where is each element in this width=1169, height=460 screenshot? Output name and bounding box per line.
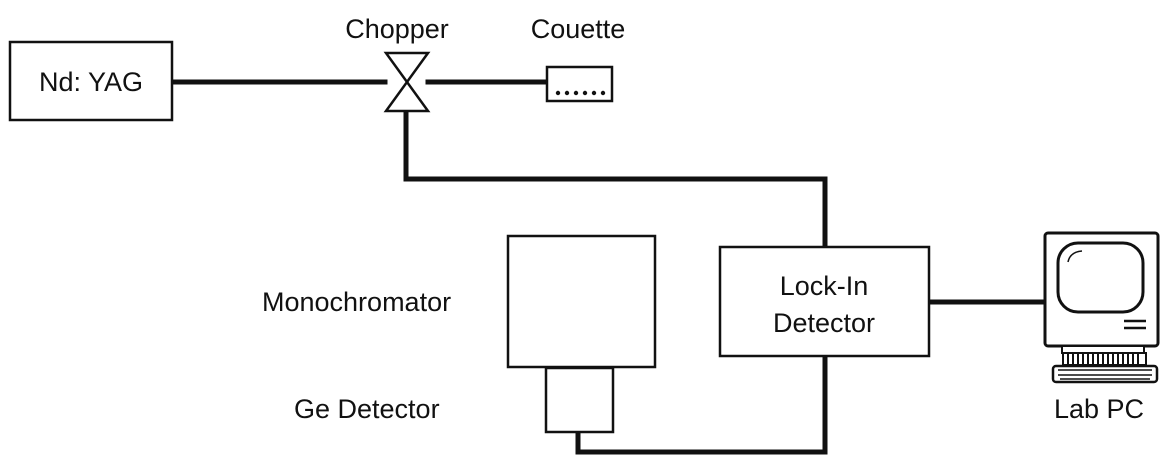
laser-node: Nd: YAG [8, 40, 174, 122]
monochromator-box [506, 234, 657, 369]
ge-detector-box [544, 366, 615, 434]
couette-sample-dots [555, 90, 606, 96]
keyboard-keys-bottom [1058, 369, 1152, 380]
lockin-label-line2: Detector [773, 308, 875, 338]
couette-label: Couette [531, 14, 626, 44]
wire-chopper-to-lockin [403, 108, 828, 249]
couette-cell-icon [545, 65, 614, 103]
computer-icon [1043, 231, 1160, 384]
chopper-node: Chopper [345, 14, 449, 113]
keyboard-keys-top [1067, 354, 1139, 364]
chopper-label: Chopper [345, 14, 449, 44]
ge-detector-node: Ge Detector [294, 366, 615, 434]
chopper-icon [383, 51, 431, 113]
monochromator-node: Monochromator [262, 234, 657, 369]
lockin-label-line1: Lock-In [780, 271, 869, 301]
laser-box [8, 40, 174, 122]
connections [170, 79, 1047, 455]
ge-detector-label: Ge Detector [294, 394, 440, 424]
laser-label: Nd: YAG [39, 67, 143, 97]
couette-node: Couette [531, 14, 626, 103]
lockin-detector-node: Lock-In Detector [718, 245, 931, 358]
wire-gedetector-to-lockin [575, 353, 828, 455]
lockin-detector-box [718, 245, 931, 358]
lab-pc-label: Lab PC [1054, 394, 1144, 424]
lab-pc-node: Lab PC [1043, 231, 1160, 424]
monochromator-label: Monochromator [262, 287, 451, 317]
